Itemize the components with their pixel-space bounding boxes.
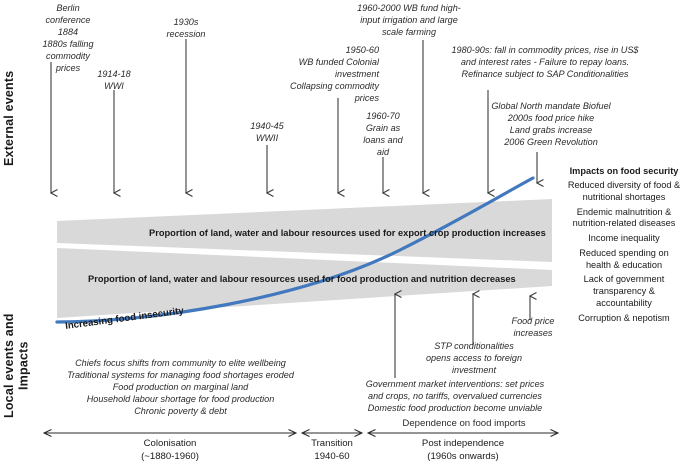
external-event-grain-loans: 1960-70 Grain as loans and aid (363, 111, 403, 158)
local-event-dependence: Dependence on food imports (402, 418, 526, 429)
band-export-crop (57, 199, 552, 262)
timeline-label-transition: Transition 1940-60 (311, 438, 353, 462)
external-event-wb-colonial: 1950-60 WB funded Colonial investment Co… (290, 45, 379, 104)
external-event-wwii: 1940-45 WWII (250, 121, 284, 144)
local-impact-arrows (395, 294, 530, 378)
impact-item-5: Corruption & nepotism (578, 312, 670, 323)
local-event-chiefs: Chiefs focus shifts from community to el… (67, 358, 294, 417)
timeline-label-post-independence: Post independence (1960s onwards) (421, 438, 505, 462)
external-event-recession: 1930s recession (166, 17, 206, 40)
local-event-gov-market: Government market interventions: set pri… (365, 379, 545, 414)
local-event-stp: STP conditionalities opens access to for… (425, 341, 523, 376)
impact-item-1: Endemic malnutrition & nutrition-related… (572, 206, 676, 229)
impact-item-4: Lack of government transparency & accoun… (583, 274, 665, 308)
band-label-export: Proportion of land, water and labour res… (149, 228, 546, 238)
band-label-food: Proportion of land, water and labour res… (88, 274, 516, 284)
impacts-panel: Impacts on food security Reduced diversi… (566, 166, 682, 327)
impact-item-3: Reduced spending on health & education (579, 247, 669, 270)
band-food-production (57, 248, 552, 318)
local-event-food-price: Food price increases (511, 316, 555, 339)
external-event-wb-irrigation: 1960-2000 WB fund high- input irrigation… (357, 3, 461, 38)
external-event-wwi: 1914-18 WWI (97, 69, 131, 92)
impacts-panel-heading: Impacts on food security (569, 166, 679, 176)
insecurity-curve (55, 176, 535, 324)
timeline-label-colonisation: Colonisation (~1880-1960) (141, 438, 199, 462)
external-event-biofuel: Global North mandate Biofuel 2000s food … (491, 101, 611, 148)
impact-item-2: Income inequality (588, 233, 660, 244)
external-event-sap: 1980-90s: fall in commodity prices, rise… (451, 45, 639, 80)
external-event-arrows (51, 39, 537, 193)
impact-item-0: Reduced diversity of food & nutritional … (567, 180, 681, 202)
external-event-berlin: Berlin conference 1884 1880s falling com… (42, 3, 94, 74)
